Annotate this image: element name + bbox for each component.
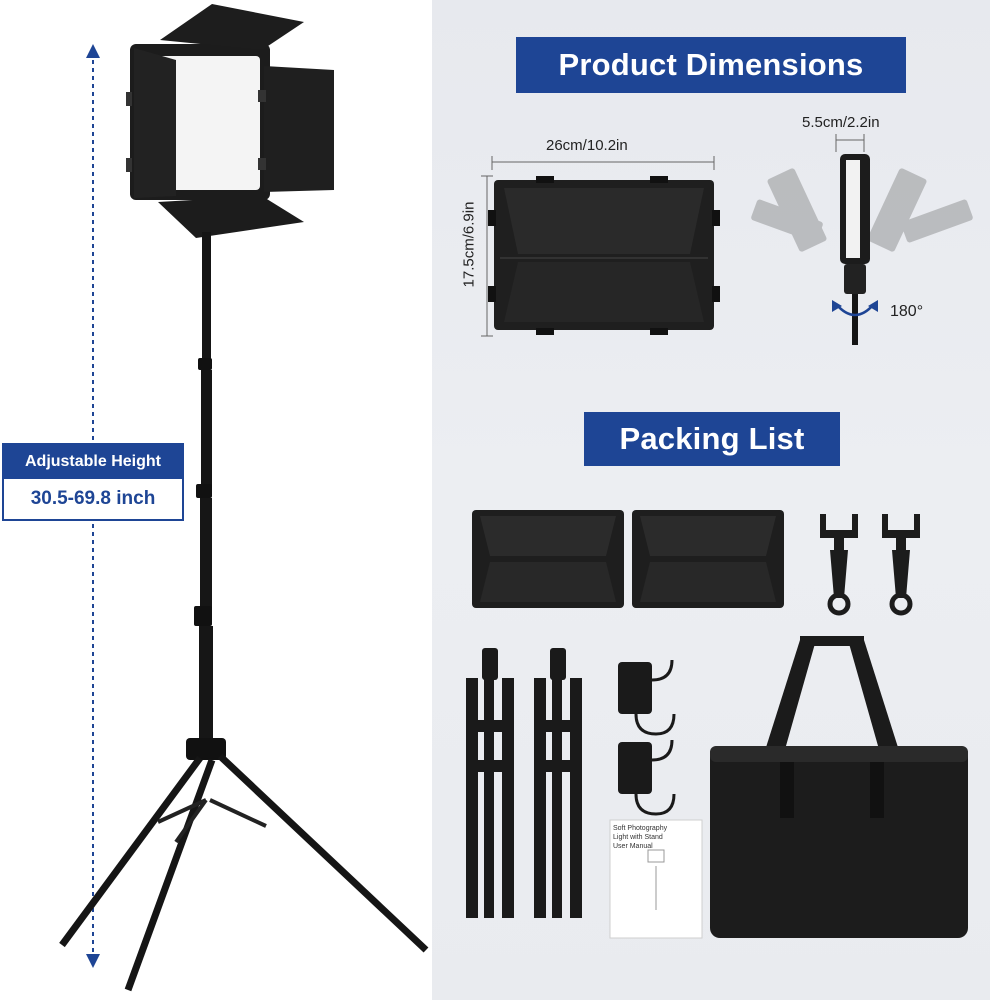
product-illustrations — [466, 134, 973, 939]
adjustable-height-badge: Adjustable Height 30.5-69.8 inch — [2, 443, 184, 521]
rotation-label: 180° — [890, 303, 924, 320]
left-panel: Adjustable Height 30.5-69.8 inch — [0, 0, 432, 1000]
manual-cover-text: Soft Photography Light with Stand User M… — [613, 824, 699, 851]
adjustable-height-value: 30.5-69.8 inch — [30, 488, 156, 509]
width-dimension-label: 26cm/10.2in — [546, 137, 628, 154]
adjustable-height-label: Adjustable Height — [4, 445, 182, 479]
right-panel: Product Dimensions 26cm/10.2in 17.5cm/6.… — [432, 0, 990, 1000]
packed-light-2 — [632, 510, 784, 608]
manual-title-line-2: Light with Stand — [613, 834, 663, 841]
light-on-stand-illustration — [59, 4, 429, 992]
manual-title-line-1: Soft Photography — [613, 825, 668, 832]
manual-title-line-3: User Manual — [613, 843, 653, 850]
depth-dimension-label: 5.5cm/2.2in — [802, 114, 880, 131]
packed-light-1 — [472, 510, 624, 608]
packing-list-title: Packing List — [584, 412, 840, 466]
product-dimensions-title: Product Dimensions — [516, 37, 906, 93]
